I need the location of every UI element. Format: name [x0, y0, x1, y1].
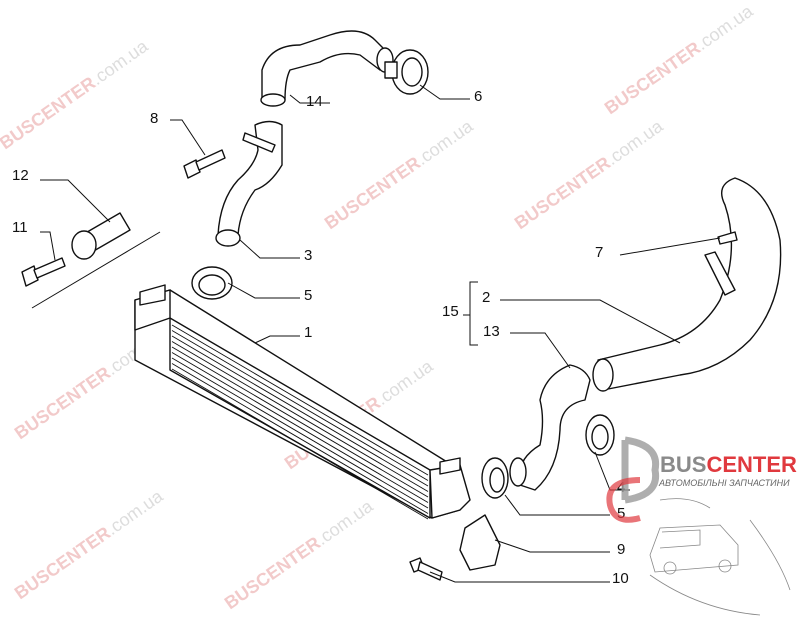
callout-1: 1 — [304, 324, 312, 341]
callout-14: 14 — [306, 93, 323, 110]
intercooler-fin — [171, 357, 429, 509]
buscenter-logo: BUSCENTER АВТОМОБІЛЬНІ ЗАПЧАСТИНИ — [606, 436, 797, 616]
callout-15: 15 — [442, 303, 459, 320]
part-bolt-10 — [409, 557, 443, 581]
part-bracket-9 — [459, 514, 501, 571]
watermark-text: BUSCENTER.com.ua — [601, 0, 757, 118]
callout-11: 11 — [12, 219, 28, 236]
part-bolt-11 — [21, 257, 66, 287]
intercooler-fin — [171, 341, 429, 492]
part-bolt-8 — [183, 149, 226, 179]
intercooler-fin — [171, 363, 429, 514]
bus-sketch-icon — [649, 498, 791, 616]
part-clamp-5-left — [191, 266, 233, 300]
intercooler-fin — [171, 324, 429, 476]
callout-12: 12 — [12, 167, 29, 184]
part-hose-14 — [260, 30, 394, 107]
callout-8: 8 — [150, 110, 158, 127]
callout-10: 10 — [612, 570, 629, 587]
intercooler-fin — [171, 346, 429, 498]
callout-3: 3 — [304, 247, 312, 264]
part-clamp-5-right — [481, 457, 509, 499]
watermark-text: BUSCENTER.com.ua — [511, 115, 667, 233]
part-bolt-7 — [717, 231, 738, 245]
part-hose-2 — [592, 177, 782, 392]
part-clamp-4 — [585, 414, 615, 456]
callout-5-left: 5 — [304, 287, 312, 304]
callout-4: 4 — [617, 479, 625, 496]
callout-9: 9 — [617, 541, 625, 558]
logo-brand: BUSCENTER — [660, 452, 797, 477]
logo-tagline: АВТОМОБІЛЬНІ ЗАПЧАСТИНИ — [658, 478, 790, 488]
watermark-text: BUSCENTER.com.ua — [11, 485, 167, 603]
leader-lines — [31, 84, 721, 583]
intercooler-fin — [171, 335, 429, 487]
callout-7: 7 — [595, 244, 603, 261]
part-hose-3 — [215, 120, 283, 247]
callout-13: 13 — [483, 323, 500, 340]
callout-6: 6 — [474, 88, 482, 105]
part-intercooler — [134, 284, 471, 520]
watermark-text: BUSCENTER.com.ua — [321, 115, 477, 233]
callout-2: 2 — [482, 289, 490, 306]
callout-5-right: 5 — [617, 505, 625, 522]
part-clamp-6 — [384, 49, 429, 95]
part-hose-13 — [509, 364, 591, 491]
watermark-text: BUSCENTER.com.ua — [0, 35, 152, 153]
watermark-text: BUSCENTER.com.ua — [221, 495, 377, 613]
intercooler-fin — [171, 330, 429, 481]
part-sleeve-12 — [71, 212, 131, 260]
intercooler-fin — [171, 352, 429, 503]
intercooler-fin — [171, 368, 429, 520]
